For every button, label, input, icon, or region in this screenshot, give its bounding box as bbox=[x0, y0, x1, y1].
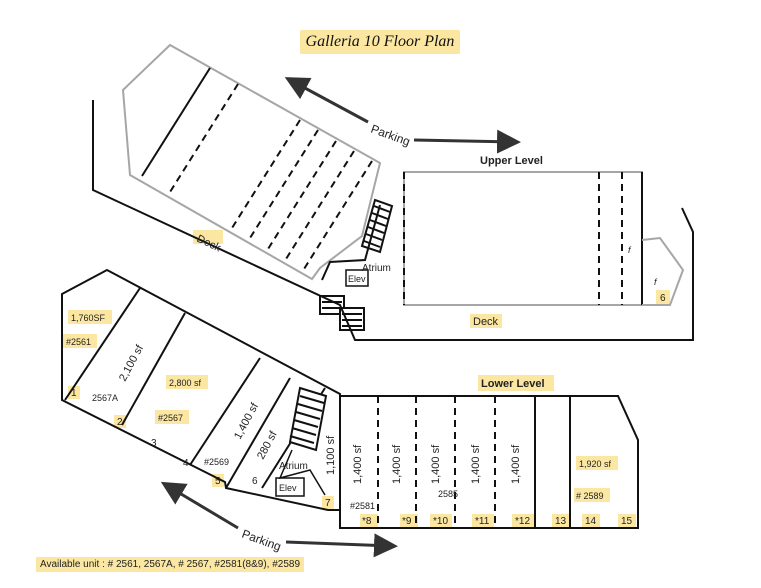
lower-level-label: Lower Level bbox=[481, 378, 545, 390]
parking-arrows bbox=[160, 77, 521, 558]
page-title: Galleria 10 Floor Plan bbox=[305, 33, 455, 50]
unit-number-2: 2 bbox=[117, 417, 123, 428]
atrium-upper-label: Atrium bbox=[362, 263, 391, 274]
unit-number-15: 15 bbox=[621, 516, 633, 527]
f-mark-2: f bbox=[654, 277, 658, 287]
unit-number-7: 7 bbox=[325, 498, 331, 509]
atrium-upper-wall bbox=[321, 204, 381, 281]
upper-partitions-dashed bbox=[169, 83, 373, 270]
f-mark-1: f bbox=[628, 245, 632, 255]
parking-label-bottom: Parking bbox=[240, 527, 283, 554]
upper-right-partitions bbox=[403, 172, 623, 305]
unit-11-sf: 1,400 sf bbox=[470, 444, 482, 484]
unit-1100-sf: 1,100 sf bbox=[325, 435, 337, 475]
unit-2567A-sf: 2,100 sf bbox=[117, 342, 146, 383]
atrium-lower-wall bbox=[278, 449, 326, 496]
lower-left-partitions bbox=[64, 287, 326, 489]
unit-number-6: 6 bbox=[252, 476, 258, 487]
lower-right-building bbox=[339, 395, 639, 529]
highlight-boxes bbox=[63, 230, 670, 527]
unit-number-12: *12 bbox=[515, 516, 530, 527]
unit-2567-id: #2567 bbox=[158, 413, 183, 423]
deck-label-right: Deck bbox=[473, 316, 499, 328]
unit-2581-id: #2581 bbox=[350, 501, 375, 511]
elevator-upper bbox=[345, 269, 369, 287]
lower-right-dashed-partitions bbox=[377, 396, 496, 528]
unit-6-number: 6 bbox=[660, 293, 666, 304]
available-units-note: Available unit : # 2561, 2567A, # 2567, … bbox=[36, 557, 305, 572]
lower-stairs bbox=[288, 386, 328, 452]
unit-8-sf: 1,400 sf bbox=[352, 444, 364, 484]
elev-lower-label: Elev bbox=[279, 483, 297, 493]
unit-2561-sf: 1,760SF bbox=[71, 313, 106, 323]
unit-9-sf: 1,400 sf bbox=[391, 444, 403, 484]
unit-number-8: *8 bbox=[362, 516, 372, 527]
unit-2567-sf: 2,800 sf bbox=[169, 378, 202, 388]
unit-number-13: 13 bbox=[555, 516, 567, 527]
unit-2561-id: #2561 bbox=[66, 337, 91, 347]
elev-upper-label: Elev bbox=[348, 274, 366, 284]
upper-level-label: Upper Level bbox=[480, 155, 543, 167]
unit-12-sf: 1,400 sf bbox=[510, 444, 522, 484]
atrium-lower-label: Atrium bbox=[279, 461, 308, 472]
upper-stairs-lower bbox=[319, 295, 365, 331]
unit-number-14: 14 bbox=[585, 516, 597, 527]
unit-number-9: *9 bbox=[402, 516, 412, 527]
unit-2585-id: 2585 bbox=[438, 489, 458, 499]
upper-partition-solid bbox=[141, 67, 211, 177]
upper-right-building bbox=[403, 171, 643, 306]
unit-number-3: 3 bbox=[151, 438, 157, 449]
unit-2589-id: # 2589 bbox=[576, 491, 604, 501]
upper-left-building bbox=[121, 43, 382, 281]
deck-outline bbox=[92, 100, 694, 341]
lower-right-solid-partitions bbox=[534, 396, 571, 528]
unit-number-10: *10 bbox=[433, 516, 448, 527]
unit-6-outline bbox=[641, 236, 685, 306]
elevator-lower bbox=[275, 477, 305, 497]
unit-10-sf: 1,400 sf bbox=[430, 444, 442, 484]
unit-number-5: 5 bbox=[215, 476, 221, 487]
unit-2567A-id: 2567A bbox=[92, 393, 118, 403]
lower-left-building bbox=[61, 268, 341, 511]
unit-number-4: 4 bbox=[183, 458, 189, 469]
parking-label-top: Parking bbox=[369, 122, 412, 149]
title-banner: Galleria 10 Floor Plan bbox=[300, 30, 460, 54]
unit-2589-sf: 1,920 sf bbox=[579, 459, 612, 469]
unit-number-11: *11 bbox=[475, 516, 490, 527]
unit-2569-id: #2569 bbox=[204, 457, 229, 467]
upper-stairs bbox=[360, 198, 394, 254]
unit-number-1: 1 bbox=[71, 388, 77, 399]
